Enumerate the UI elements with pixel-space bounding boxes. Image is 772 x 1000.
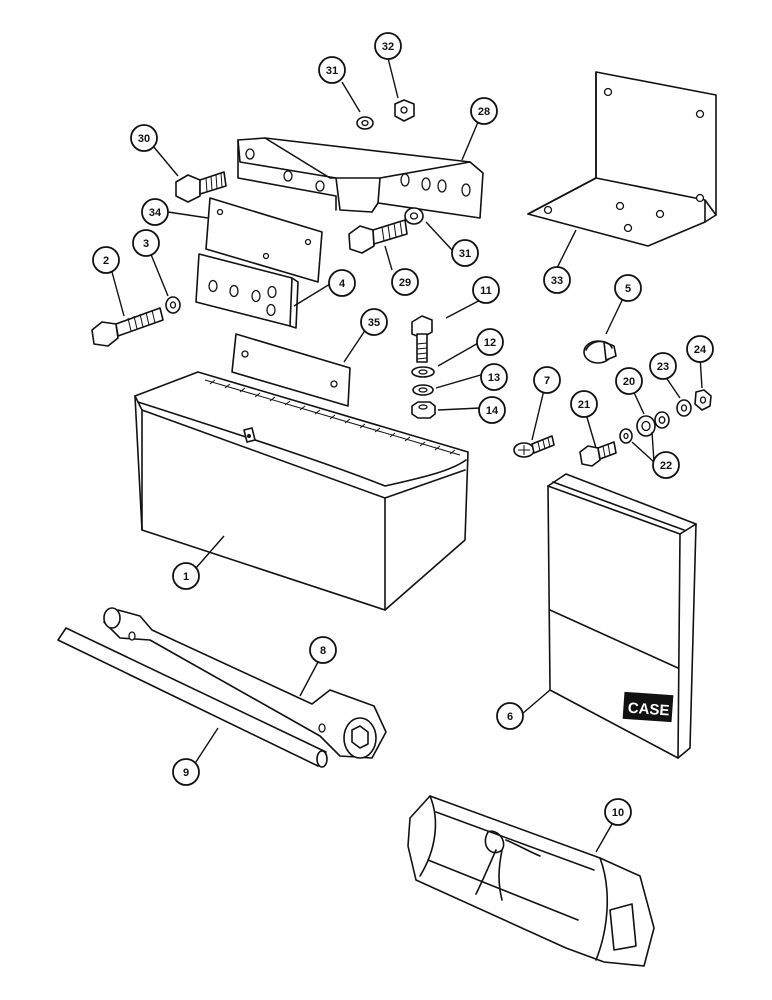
- part-socket-wrench: [103, 607, 387, 759]
- callout-7: 7: [533, 366, 561, 394]
- callout-12: 12: [476, 328, 504, 356]
- callout-11-label: 11: [480, 285, 492, 297]
- callout-12-label: 12: [484, 337, 496, 349]
- callout-24-label: 24: [694, 344, 707, 356]
- callout-10: 10: [604, 798, 632, 826]
- callout-31-right-label: 31: [459, 248, 471, 260]
- callout-3: 3: [132, 229, 160, 257]
- part-lock-washer-right: [404, 207, 424, 225]
- part-washer-22: [619, 428, 633, 444]
- callout-28-label: 28: [478, 106, 490, 118]
- part-nut-14: [411, 401, 436, 419]
- part-lock-washer-13: [412, 384, 434, 396]
- callout-3-label: 3: [143, 238, 149, 250]
- callout-20: 20: [615, 367, 643, 395]
- callout-20-label: 20: [623, 376, 635, 388]
- part-screw-7: [513, 435, 555, 458]
- callout-8: 8: [309, 636, 337, 664]
- callout-10-label: 10: [612, 807, 624, 819]
- callout-6-label: 6: [507, 711, 513, 723]
- callout-23: 23: [649, 352, 677, 380]
- callout-14: 14: [478, 396, 506, 424]
- part-document-holder: CASE: [547, 473, 697, 759]
- callout-6: 6: [496, 702, 524, 730]
- callout-30: 30: [130, 124, 158, 152]
- part-bolt-29: [348, 219, 408, 254]
- callout-30-label: 30: [138, 133, 150, 145]
- part-tool-box: [134, 371, 469, 611]
- callout-31-top-label: 31: [326, 65, 338, 77]
- callout-33-label: 33: [551, 275, 563, 287]
- callout-32: 32: [374, 32, 402, 60]
- callout-8-label: 8: [320, 645, 326, 657]
- part-tool-roll: [407, 795, 655, 967]
- callout-31-right: 31: [451, 239, 479, 267]
- callout-9: 9: [172, 758, 200, 786]
- callout-34-label: 34: [149, 207, 162, 219]
- callout-5-label: 5: [625, 283, 631, 295]
- callout-2-label: 2: [103, 255, 109, 267]
- callout-35: 35: [360, 308, 388, 336]
- callout-28: 28: [470, 97, 498, 125]
- callout-5: 5: [614, 274, 642, 302]
- callout-24: 24: [686, 335, 714, 363]
- callout-9-label: 9: [183, 767, 189, 779]
- callout-35-label: 35: [368, 317, 380, 329]
- part-bolt-2: [91, 307, 164, 347]
- callout-22-label: 22: [660, 460, 672, 472]
- callout-13-label: 13: [488, 372, 500, 384]
- callout-14-label: 14: [486, 405, 499, 417]
- part-tommy-bar: [57, 627, 328, 768]
- callout-4: 4: [328, 269, 356, 297]
- part-knob-5: [583, 340, 617, 364]
- callout-23-label: 23: [657, 361, 669, 373]
- part-nut-24: [694, 389, 712, 411]
- callout-1: 1: [172, 562, 200, 590]
- part-bolt-30: [175, 171, 227, 203]
- part-lock-washer-3: [165, 296, 181, 314]
- part-bolt-21: [579, 441, 617, 467]
- callout-7-label: 7: [544, 375, 550, 387]
- part-mounting-bracket: [237, 137, 484, 219]
- callout-1-label: 1: [183, 571, 189, 583]
- callout-balloons: 30 31 32 28 34 31 29 2 3 4 35 33 11 12 1…: [92, 32, 714, 826]
- part-plate-35: [231, 333, 351, 407]
- callout-31-top: 31: [318, 56, 346, 84]
- callout-29-label: 29: [399, 277, 411, 289]
- callout-11: 11: [472, 276, 500, 304]
- callout-21-label: 21: [578, 399, 590, 411]
- part-plate-34: [205, 197, 323, 283]
- case-logo-text: CASE: [627, 700, 670, 720]
- part-plate-4: [195, 253, 299, 329]
- callout-32-label: 32: [382, 41, 394, 53]
- part-flat-washer-12: [411, 366, 435, 378]
- part-bolt-11: [411, 315, 433, 363]
- callout-29: 29: [391, 268, 419, 296]
- part-nut-top: [394, 99, 415, 122]
- callout-34: 34: [141, 198, 169, 226]
- callout-33: 33: [543, 266, 571, 294]
- part-spacer-20: [636, 411, 670, 437]
- part-washer-23: [676, 399, 692, 417]
- part-lock-washer-top: [356, 116, 374, 130]
- callout-2: 2: [92, 246, 120, 274]
- callout-22: 22: [652, 451, 680, 479]
- part-angle-bracket: [527, 71, 717, 247]
- callout-13: 13: [480, 363, 508, 391]
- callout-21: 21: [570, 390, 598, 418]
- callout-4-label: 4: [339, 278, 346, 290]
